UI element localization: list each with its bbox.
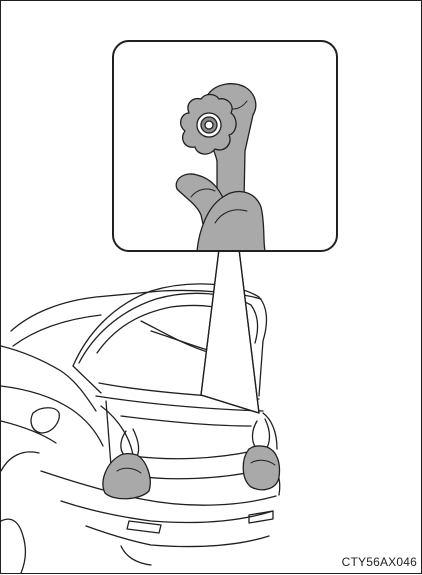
exhaust-right (249, 511, 273, 523)
bag-icon (103, 429, 150, 499)
callout-pointer (201, 249, 259, 413)
fuel-door (31, 408, 59, 433)
exhaust-left (127, 521, 161, 533)
figure-code: CTY56AX046 (342, 555, 417, 569)
wing-nut-icon (181, 95, 236, 155)
detail-callout (113, 41, 337, 251)
